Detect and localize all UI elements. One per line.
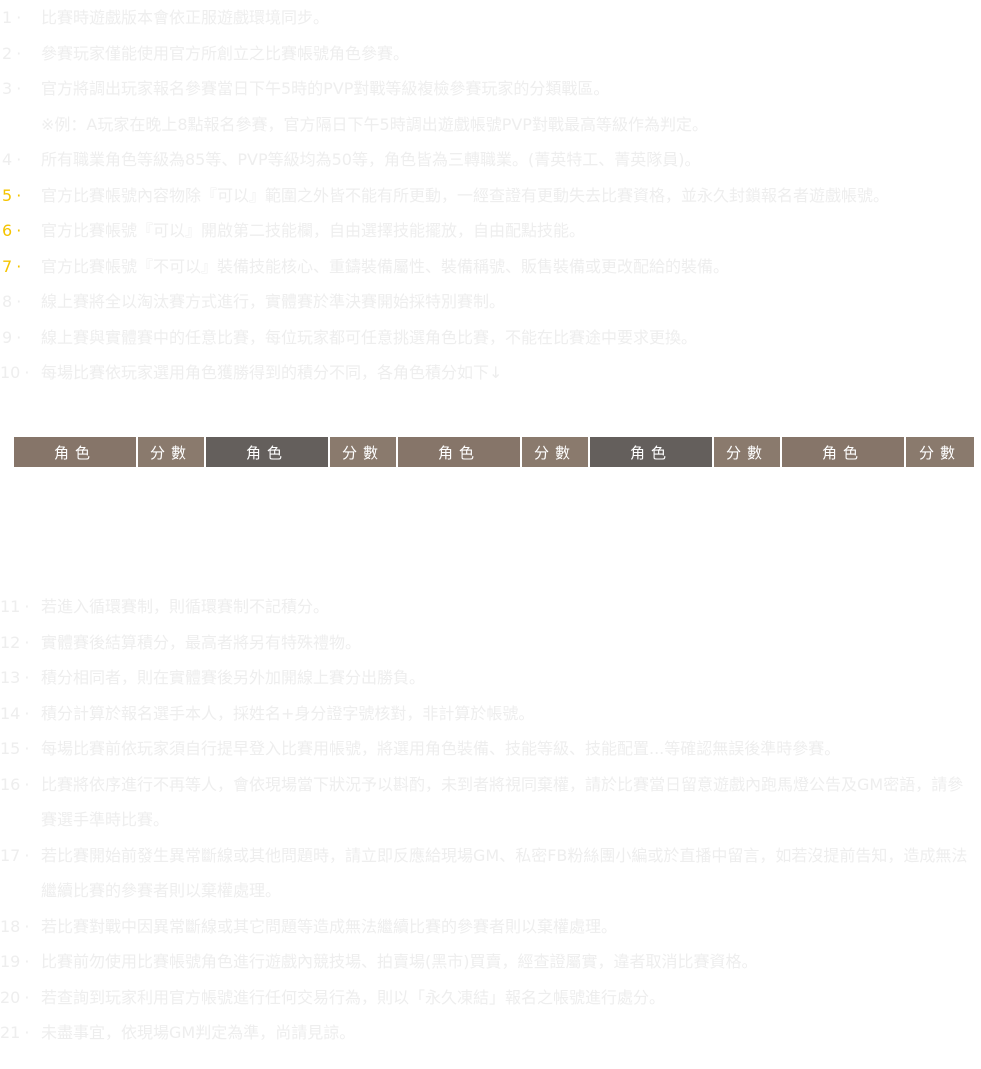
rule-number: 19· (0, 952, 30, 971)
rule-number-highlight: 6· (2, 221, 22, 240)
rule-text: 官方比賽帳號『可以』開啟第二技能欄，自由選擇技能擺放，自由配點技能。 (41, 221, 586, 240)
column-header-role: 角色 (396, 437, 521, 467)
rule-text: 若查詢到玩家利用官方帳號進行任何交易行為，則以「永久凍結」報名之帳號進行處分。 (41, 987, 666, 1007)
column-header-role: 角色 (780, 437, 905, 467)
rule-item-5: 5· 官方比賽帳號內容物除『可以』範圍之外皆不能有所更動，一經查證有更動失去比賽… (0, 178, 981, 214)
column-header-role: 角色 (204, 437, 329, 467)
rule-number: 17· (0, 845, 30, 865)
rule-item-20: 20· 若查詢到玩家利用官方帳號進行任何交易行為，則以「永久凍結」報名之帳號進行… (0, 980, 981, 1016)
rule-text: 官方比賽帳號內容物除『可以』範圍之外皆不能有所更動，一經查證有更動失去比賽資格，… (41, 185, 890, 205)
rule-number: 21· (0, 1023, 30, 1042)
rule-text: 線上賽與實體賽中的任意比賽，每位玩家都可任意挑選角色比賽，不能在比賽途中要求更換… (41, 327, 698, 347)
rule-number: 11· (0, 597, 30, 616)
rule-text: 積分計算於報名選手本人，採姓名+身分證字號核對，非計算於帳號。 (41, 703, 535, 723)
rule-number: 16· (0, 774, 30, 794)
rule-number-highlight: 7· (2, 256, 22, 276)
rule-number: 8· (2, 292, 22, 311)
rule-item-16: 16· 比賽將依序進行不再等人，會依現場當下狀況予以斟酌，未到者將視同棄權，請於… (0, 767, 981, 838)
rule-item-18: 18· 若比賽對戰中因異常斷線或其它問題等造成無法繼續比賽的參賽者則以棄權處理。 (0, 909, 981, 945)
rule-text: 每場比賽依玩家選用角色獲勝得到的積分不同，各角色積分如下↓ (41, 363, 503, 382)
rule-number: 3· (2, 79, 22, 98)
rule-number: 13· (0, 668, 30, 687)
rule-number: 14· (0, 703, 30, 723)
rule-text: 未盡事宜，依現場GM判定為準，尚請見諒。 (41, 1023, 356, 1042)
rule-number: 10· (0, 363, 30, 382)
rule-text: 所有職業角色等級為85等、PVP等級均為50等，角色皆為三轉職業。(菁英特工、菁… (41, 150, 701, 169)
rule-text: 若比賽開始前發生異常斷線或其他問題時，請立即反應給現場GM、私密FB粉絲團小編或… (41, 845, 968, 901)
rule-number: 2· (2, 43, 22, 63)
rule-item-6: 6· 官方比賽帳號『可以』開啟第二技能欄，自由選擇技能擺放，自由配點技能。 (0, 213, 981, 249)
rule-item-11: 11· 若進入循環賽制，則循環賽制不記積分。 (0, 589, 981, 625)
rule-item-10: 10· 每場比賽依玩家選用角色獲勝得到的積分不同，各角色積分如下↓ (0, 355, 981, 391)
rule-item-4: 4· 所有職業角色等級為85等、PVP等級均為50等，角色皆為三轉職業。(菁英特… (0, 142, 981, 178)
column-header-score: 分數 (712, 437, 781, 467)
rule-text: 比賽將依序進行不再等人，會依現場當下狀況予以斟酌，未到者將視同棄權，請於比賽當日… (41, 774, 964, 830)
rule-text: 線上賽將全以淘汰賽方式進行，實體賽於準決賽開始採特別賽制。 (41, 292, 506, 311)
rule-item-21: 21· 未盡事宜，依現場GM判定為準，尚請見諒。 (0, 1015, 981, 1051)
rule-item-14: 14· 積分計算於報名選手本人，採姓名+身分證字號核對，非計算於帳號。 (0, 696, 981, 732)
rule-item-3: 3· 官方將調出玩家報名參賽當日下午5時的PVP對戰等級複檢參賽玩家的分類戰區。… (0, 71, 981, 142)
rule-number: 18· (0, 916, 30, 936)
column-header-score: 分數 (904, 437, 974, 467)
rule-text: 每場比賽前依玩家須自行提早登入比賽用帳號，將選用角色裝備、技能等級、技能配置..… (41, 739, 841, 758)
column-header-score: 分數 (136, 437, 205, 467)
rule-item-8: 8· 線上賽將全以淘汰賽方式進行，實體賽於準決賽開始採特別賽制。 (0, 284, 981, 320)
rule-item-12: 12· 實體賽後結算積分，最高者將另有特殊禮物。 (0, 625, 981, 661)
rule-number: 1· (2, 8, 22, 27)
rule-note: ※例：A玩家在晚上8點報名參賽，官方隔日下午5時調出遊戲帳號PVP對戰最高等級作… (41, 114, 708, 134)
rule-text: 實體賽後結算積分，最高者將另有特殊禮物。 (41, 632, 362, 652)
rule-text: 若比賽對戰中因異常斷線或其它問題等造成無法繼續比賽的參賽者則以棄權處理。 (41, 916, 618, 936)
score-table: 角色 分數 角色 分數 角色 分數 角色 分數 角色 分數 (14, 437, 974, 467)
rule-number: 4· (2, 150, 22, 169)
column-header-score: 分數 (520, 437, 589, 467)
rules-list-bottom: 11· 若進入循環賽制，則循環賽制不記積分。 12· 實體賽後結算積分，最高者將… (0, 589, 981, 1051)
rule-text: 參賽玩家僅能使用官方所創立之比賽帳號角色參賽。 (41, 43, 410, 63)
column-header-role: 角色 (14, 437, 137, 467)
rule-item-2: 2· 參賽玩家僅能使用官方所創立之比賽帳號角色參賽。 (0, 36, 981, 72)
rule-item-9: 9· 線上賽與實體賽中的任意比賽，每位玩家都可任意挑選角色比賽，不能在比賽途中要… (0, 320, 981, 356)
rule-item-17: 17· 若比賽開始前發生異常斷線或其他問題時，請立即反應給現場GM、私密FB粉絲… (0, 838, 981, 909)
rule-item-15: 15· 每場比賽前依玩家須自行提早登入比賽用帳號，將選用角色裝備、技能等級、技能… (0, 731, 981, 767)
column-header-role: 角色 (588, 437, 713, 467)
rule-item-1: 1· 比賽時遊戲版本會依正服遊戲環境同步。 (0, 0, 981, 36)
rule-item-13: 13· 積分相同者，則在實體賽後另外加開線上賽分出勝負。 (0, 660, 981, 696)
rule-item-7: 7· 官方比賽帳號『不可以』裝備技能核心、重鑄裝備屬性、裝備稱號、販售裝備或更改… (0, 249, 981, 285)
rule-number: 12· (0, 632, 30, 652)
rule-number-highlight: 5· (2, 185, 22, 205)
rule-number: 15· (0, 739, 30, 758)
rule-text: 官方比賽帳號『不可以』裝備技能核心、重鑄裝備屬性、裝備稱號、販售裝備或更改配給的… (41, 256, 730, 276)
rule-text: 官方將調出玩家報名參賽當日下午5時的PVP對戰等級複檢參賽玩家的分類戰區。 (41, 79, 610, 98)
rule-text: 比賽前勿使用比賽帳號角色進行遊戲內競技場、拍賣場(黑市)買賣，經查證屬實，違者取… (41, 952, 758, 971)
score-table-header-row: 角色 分數 角色 分數 角色 分數 角色 分數 角色 分數 (14, 437, 974, 467)
rule-text: 積分相同者，則在實體賽後另外加開線上賽分出勝負。 (41, 668, 426, 687)
rule-text: 比賽時遊戲版本會依正服遊戲環境同步。 (41, 8, 330, 27)
rule-number: 20· (0, 987, 30, 1007)
column-header-score: 分數 (328, 437, 397, 467)
rule-text: 若進入循環賽制，則循環賽制不記積分。 (41, 597, 330, 616)
rules-list-top: 1· 比賽時遊戲版本會依正服遊戲環境同步。 2· 參賽玩家僅能使用官方所創立之比… (0, 0, 981, 391)
rule-number: 9· (2, 327, 22, 347)
rule-item-19: 19· 比賽前勿使用比賽帳號角色進行遊戲內競技場、拍賣場(黑市)買賣，經查證屬實… (0, 944, 981, 980)
